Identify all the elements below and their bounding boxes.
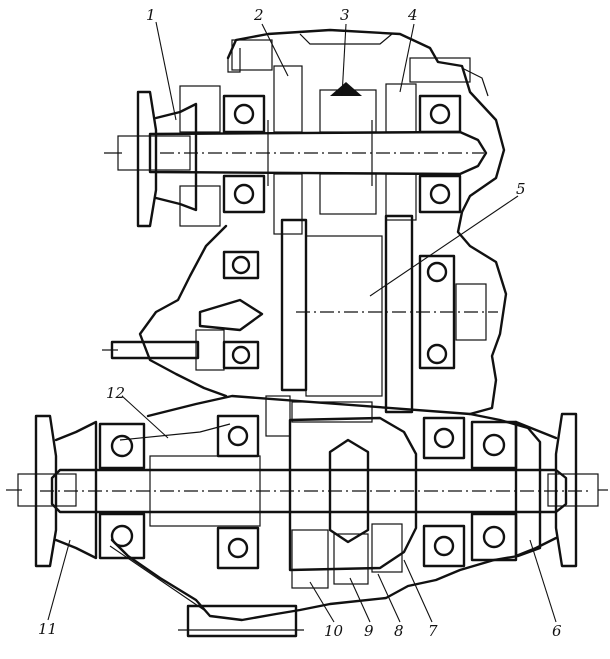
lower-left-flange [6, 414, 98, 568]
callout-6: 6 [552, 622, 562, 640]
callout-9: 9 [364, 622, 374, 640]
callout-12: 12 [106, 384, 125, 402]
upper-housing [226, 28, 508, 416]
upper-shaft [148, 120, 488, 186]
upper-input-flange [104, 85, 221, 228]
intermediate-gear-assembly [280, 214, 498, 414]
leader-lines [47, 21, 557, 623]
callout-8: 8 [394, 622, 404, 640]
differential-assembly [265, 395, 418, 589]
lower-right-flange [514, 412, 608, 568]
callout-4: 4 [407, 6, 418, 24]
callout-10: 10 [324, 622, 344, 640]
callout-1: 1 [146, 6, 156, 24]
left-housing-bulge [138, 224, 264, 398]
callout-2: 2 [253, 6, 264, 24]
upper-bearings [222, 94, 462, 214]
callout-3: 3 [340, 6, 350, 24]
callout-5: 5 [516, 180, 526, 198]
speedometer-drive [102, 329, 225, 371]
callout-7: 7 [428, 622, 438, 640]
lower-housing [110, 394, 542, 638]
callout-11: 11 [38, 620, 57, 638]
lower-bearings [98, 414, 518, 570]
upper-gears [273, 65, 417, 235]
lower-output-shaft [40, 438, 588, 544]
